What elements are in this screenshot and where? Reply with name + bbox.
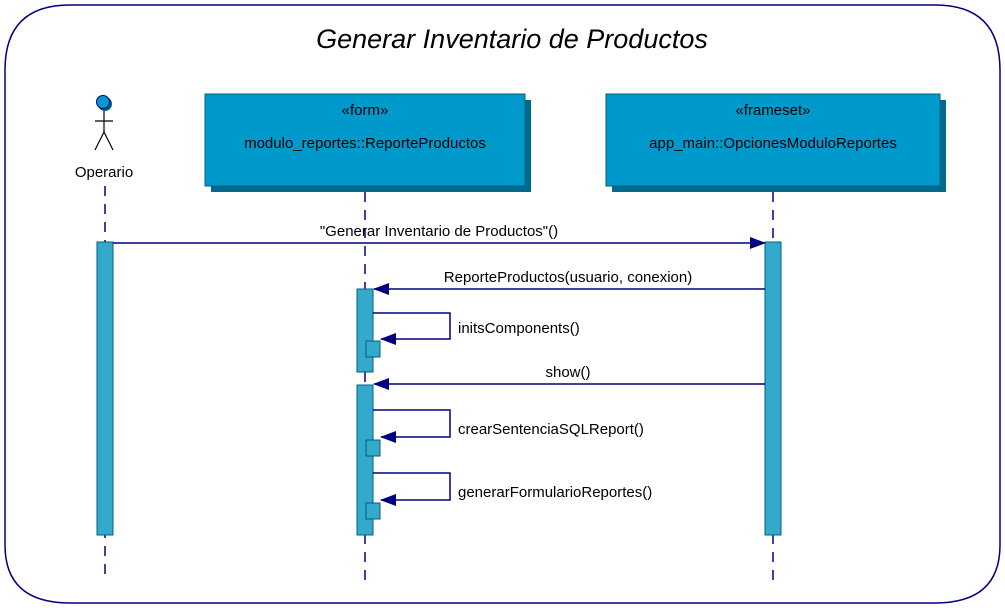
lifeline-stereotype: «form» — [342, 102, 389, 119]
message-show: show() — [373, 364, 765, 390]
message-inits-components: initsComponents() — [373, 312, 580, 345]
message-label: generarFormularioReportes() — [458, 484, 652, 501]
message-label: crearSentenciaSQLReport() — [458, 421, 644, 438]
actor-operario: Operario — [75, 95, 133, 181]
message-generar-formulario: generarFormularioReportes() — [373, 472, 652, 506]
lifeline-name: app_main::OpcionesModuloReportes — [649, 135, 897, 152]
activation-bar-nested-crear — [365, 439, 381, 457]
activation-bar-reporte-productos-2 — [356, 384, 374, 536]
activation-bar-operario — [96, 241, 114, 536]
lifeline-stereotype: «frameset» — [735, 102, 810, 119]
lifeline-box-reporte-productos: «form» modulo_reportes::ReporteProductos — [204, 93, 531, 192]
actor-stick-figure-icon — [94, 95, 114, 151]
lifeline-name: modulo_reportes::ReporteProductos — [244, 135, 486, 152]
activation-bar-nested-inits — [365, 340, 381, 358]
actor-label: Operario — [75, 164, 133, 181]
message-label: "Generar Inventario de Productos"() — [320, 223, 558, 240]
message-label: ReporteProductos(usuario, conexion) — [444, 269, 692, 286]
diagram-title: Generar Inventario de Productos — [316, 24, 708, 54]
message-crear-sentencia: crearSentenciaSQLReport() — [373, 409, 644, 443]
activation-bar-reporte-productos-1 — [356, 288, 374, 373]
activation-bar-opciones — [764, 241, 782, 536]
message-reporte-productos: ReporteProductos(usuario, conexion) — [373, 269, 765, 295]
message-label: initsComponents() — [458, 320, 580, 337]
activation-bar-nested-generar — [365, 502, 381, 520]
message-generar-inventario: "Generar Inventario de Productos"() — [113, 223, 766, 249]
message-label: show() — [545, 364, 590, 381]
lifeline-box-opciones-modulo-reportes: «frameset» app_main::OpcionesModuloRepor… — [605, 93, 946, 192]
